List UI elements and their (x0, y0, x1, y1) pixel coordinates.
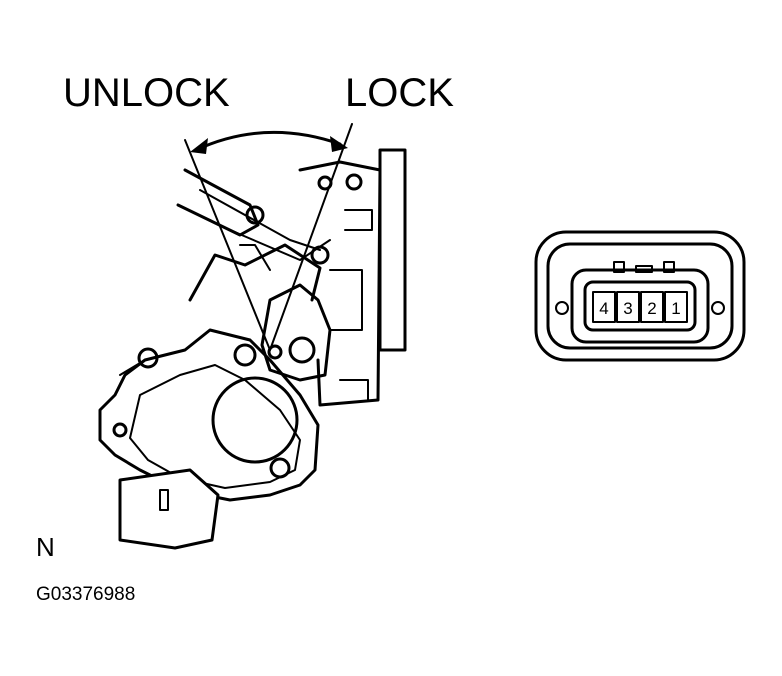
orientation-label: N (36, 532, 55, 562)
connector-pin-3: 3 (623, 299, 632, 318)
figure-code: G03376988 (36, 584, 135, 605)
connector-pin-1: 1 (671, 299, 680, 318)
unlock-label: UNLOCK (63, 71, 230, 115)
rotation-arc-arrow (190, 130, 348, 154)
connector-pin-4: 4 (599, 299, 608, 318)
connector-pin-2: 2 (647, 299, 656, 318)
connector-front-view: 4 3 2 1 (534, 230, 746, 362)
door-lock-actuator (98, 148, 407, 550)
lock-label: LOCK (345, 71, 454, 115)
